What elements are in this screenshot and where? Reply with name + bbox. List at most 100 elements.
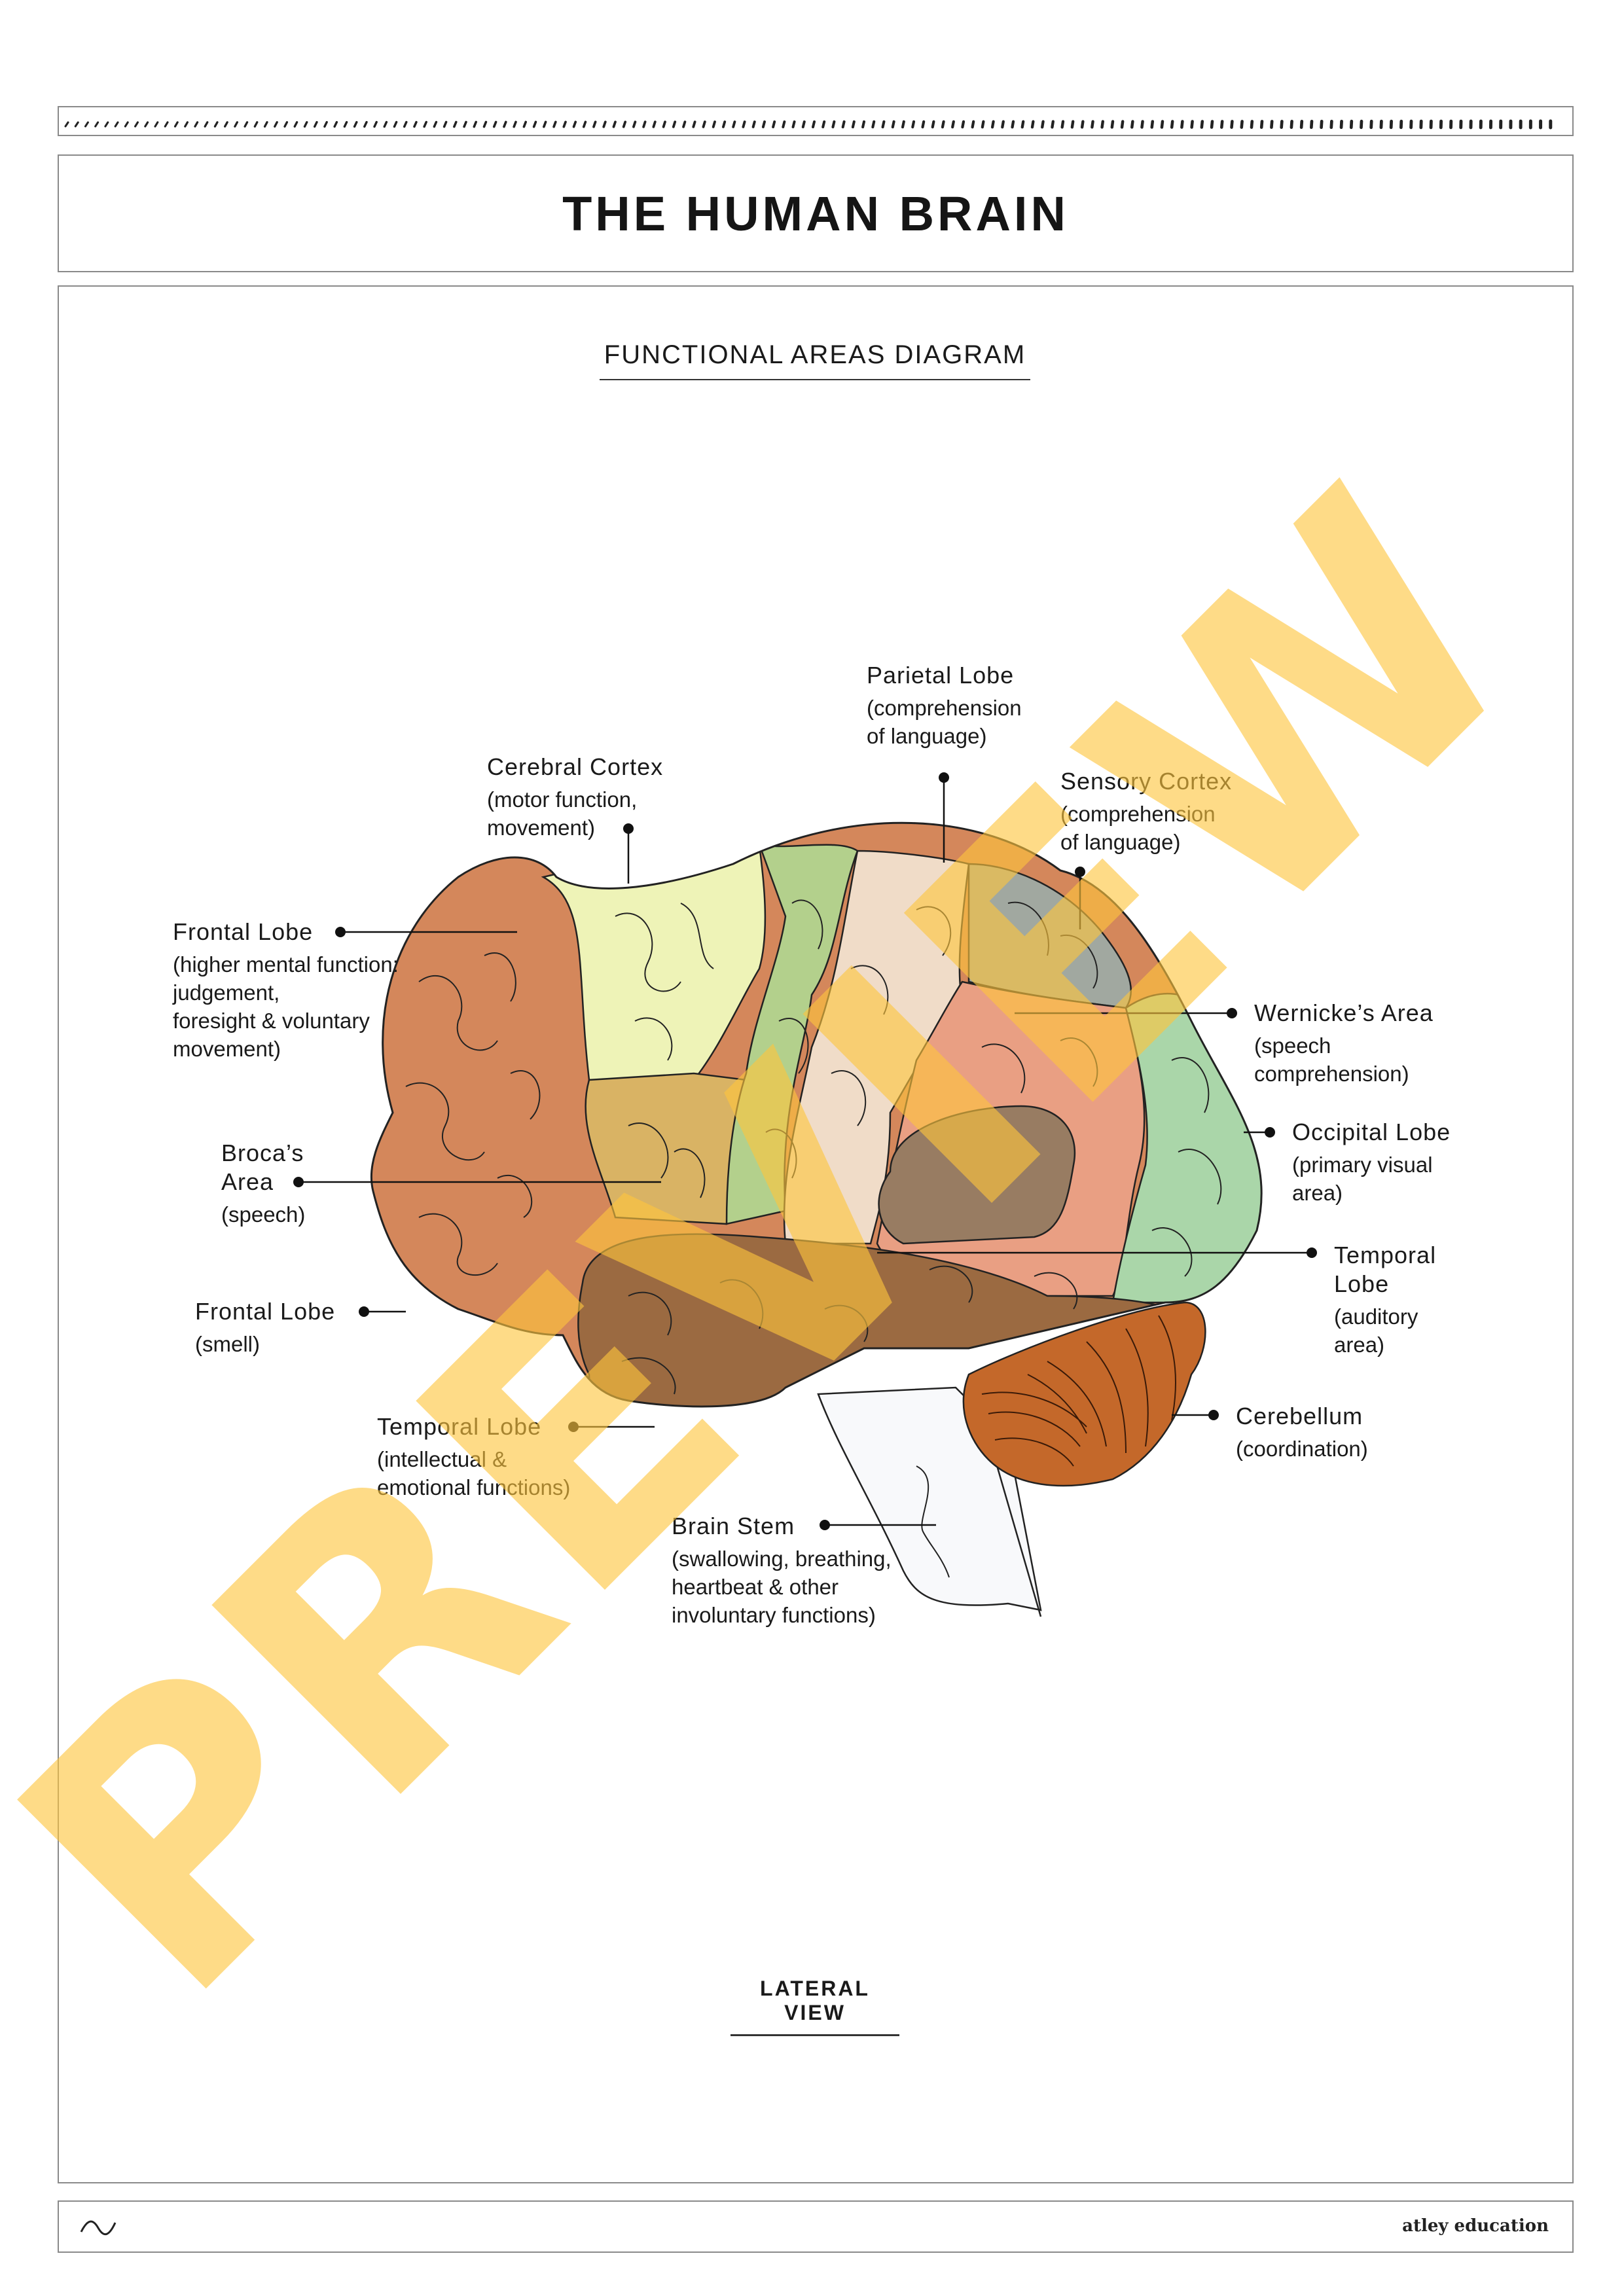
tick-mark <box>632 120 637 128</box>
tick-marks <box>64 119 1553 130</box>
label-description: (speech) <box>221 1202 306 1227</box>
tick-mark <box>722 120 727 128</box>
tick-mark <box>1150 120 1155 129</box>
tick-mark <box>871 120 876 129</box>
tick-mark <box>184 121 189 128</box>
label-description: (intellectual & emotional functions) <box>377 1447 571 1499</box>
label-name: Broca’s Area <box>221 1139 304 1195</box>
tick-mark <box>861 120 866 129</box>
tick-mark <box>961 120 965 129</box>
motor-cortex-region <box>541 843 767 1081</box>
tick-mark <box>453 120 458 128</box>
tick-mark <box>1030 120 1035 129</box>
label-description: (smell) <box>195 1332 260 1356</box>
label-name: Frontal Lobe <box>173 918 314 945</box>
label-description: (comprehension of language) <box>1060 802 1216 854</box>
tick-mark <box>224 121 228 128</box>
tick-mark <box>552 120 557 128</box>
label-description: (auditory area) <box>1334 1304 1418 1357</box>
tick-mark <box>622 120 627 128</box>
tick-mark <box>134 121 139 128</box>
label-description: (comprehension of language) <box>867 696 1022 748</box>
tick-mark <box>1329 119 1333 130</box>
decorative-tick-border <box>58 106 1574 136</box>
diagram-subtitle: FUNCTIONAL AREAS DIAGRAM <box>600 340 1030 380</box>
label-name: Brain Stem <box>672 1513 795 1539</box>
tick-mark <box>751 120 756 128</box>
tick-mark <box>513 120 517 128</box>
tick-mark <box>403 120 408 128</box>
tick-mark <box>911 120 916 129</box>
tick-mark <box>1220 120 1224 129</box>
label-description: (coordination) <box>1236 1437 1368 1461</box>
tick-mark <box>253 121 259 128</box>
brain-gyri <box>405 899 1222 1395</box>
tick-mark <box>144 121 149 128</box>
leader-dots <box>293 772 1317 1530</box>
tick-mark <box>1230 120 1234 129</box>
wave-icon <box>80 2220 117 2235</box>
brocas-region <box>585 1072 748 1225</box>
tick-mark <box>343 120 348 128</box>
tick-mark <box>761 120 766 128</box>
tick-mark <box>423 120 427 128</box>
tick-mark <box>772 120 776 128</box>
tick-mark <box>1120 120 1125 129</box>
tick-mark <box>1070 120 1075 129</box>
tick-mark <box>1360 119 1363 130</box>
label-temporal-lobe-emotional: Temporal Lobe (intellectual & emotional … <box>377 1412 570 1501</box>
tick-mark <box>1299 120 1304 129</box>
tick-mark <box>602 120 607 128</box>
label-description: (speech comprehension) <box>1254 1033 1409 1086</box>
label-name: Parietal Lobe <box>867 662 1015 689</box>
label-name: Sensory Cortex <box>1060 768 1233 795</box>
label-cerebellum: Cerebellum (coordination) <box>1236 1402 1368 1463</box>
tick-mark <box>901 120 905 129</box>
title-panel: THE HUMAN BRAIN <box>58 154 1574 272</box>
tick-mark <box>652 120 657 128</box>
tick-mark <box>164 121 169 128</box>
tick-mark <box>642 120 647 128</box>
tick-mark <box>782 120 786 128</box>
label-name: Wernicke’s Area <box>1254 999 1434 1026</box>
tick-mark <box>662 120 666 128</box>
tick-mark <box>682 120 687 128</box>
tick-mark <box>791 120 796 128</box>
tick-mark <box>433 120 438 128</box>
label-name: Frontal Lobe <box>195 1298 336 1325</box>
tick-mark <box>831 120 836 129</box>
tick-mark <box>503 120 507 128</box>
label-cerebral-cortex: Cerebral Cortex (motor function, movemen… <box>487 753 663 842</box>
view-label: LATERAL VIEW <box>731 1977 899 2036</box>
tick-mark <box>1339 119 1343 130</box>
label-name: Cerebral Cortex <box>487 753 664 780</box>
tick-mark <box>702 120 706 128</box>
tick-mark <box>482 120 488 128</box>
tick-mark <box>373 120 378 128</box>
tick-mark <box>742 120 746 128</box>
tick-mark <box>194 121 199 128</box>
tick-mark <box>941 120 945 129</box>
tick-mark <box>473 120 477 128</box>
tick-mark <box>1259 120 1264 129</box>
tick-mark <box>981 120 985 129</box>
tick-mark <box>841 120 846 129</box>
tick-mark <box>94 121 99 128</box>
tick-mark <box>283 121 289 128</box>
page-title: THE HUMAN BRAIN <box>562 186 1069 241</box>
tick-mark <box>463 120 467 128</box>
tick-mark <box>1310 119 1314 130</box>
tick-mark <box>931 120 935 129</box>
label-frontal-lobe-higher: Frontal Lobe (higher mental function: ju… <box>173 918 399 1063</box>
brainstem-pons-curve <box>916 1465 950 1578</box>
tick-mark <box>1051 120 1055 129</box>
tick-mark <box>333 120 338 128</box>
label-description: (higher mental function: judgement, fore… <box>173 952 399 1061</box>
tick-mark <box>1080 120 1085 129</box>
tick-mark <box>951 120 955 129</box>
tick-mark <box>851 120 856 129</box>
tick-mark <box>492 120 497 128</box>
tick-mark <box>442 120 448 128</box>
tick-mark <box>1190 120 1194 129</box>
tick-mark <box>532 120 537 128</box>
